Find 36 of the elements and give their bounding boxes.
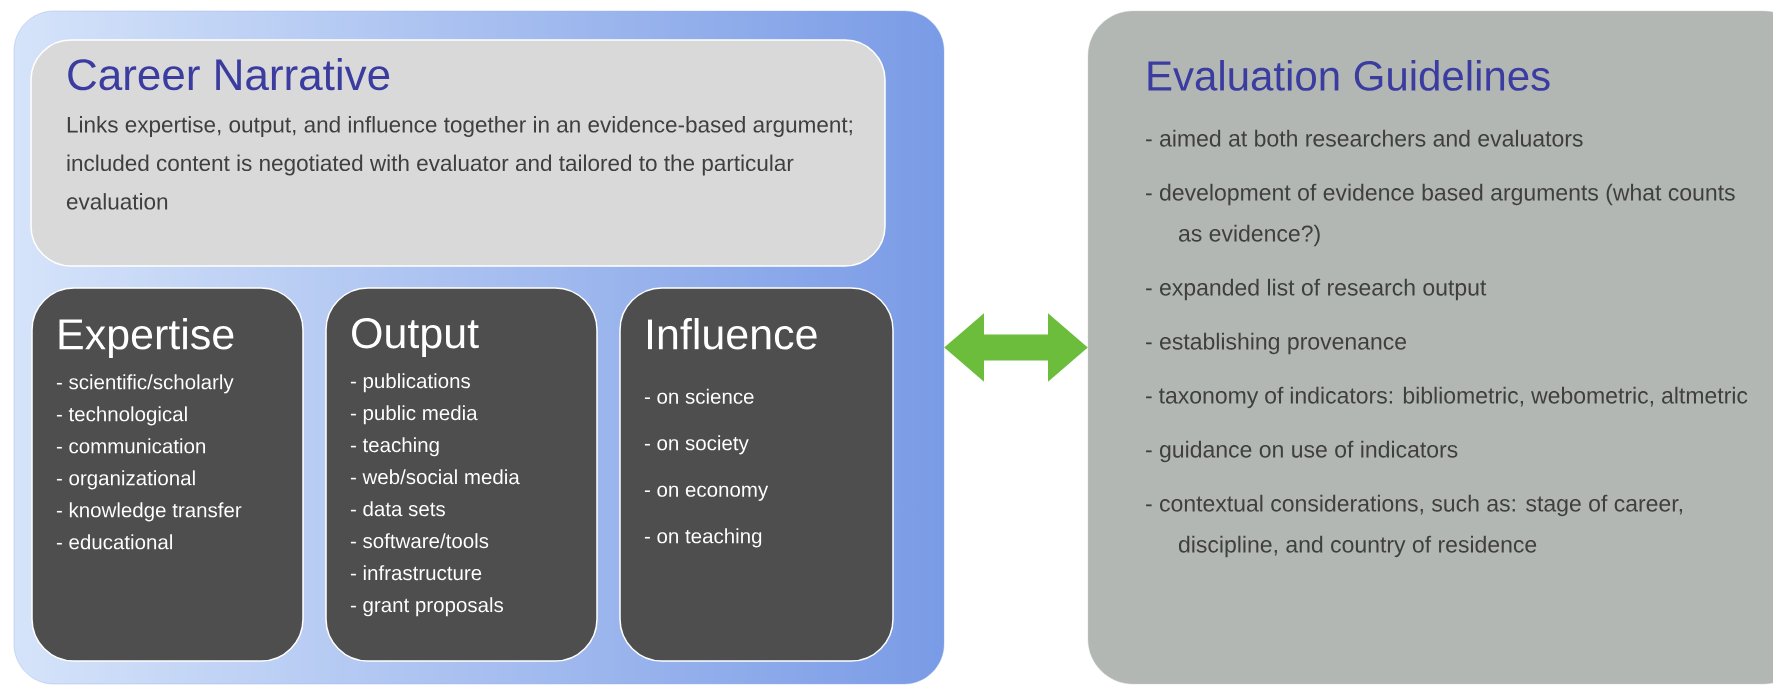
list-item: - expanded list of research output	[1146, 278, 1487, 301]
category-box	[325, 287, 598, 662]
list-item: - software/tools	[350, 533, 489, 549]
list-item: - communication	[56, 438, 205, 454]
list-item: - contextual considerations, such as: stage of career, discipline, and country of residence	[1146, 494, 1682, 558]
list-item: - knowledge transfer	[56, 502, 242, 522]
guidelines-box	[1087, 10, 1773, 685]
box-title: Evaluation Guidelines	[1148, 60, 1550, 91]
list-item: - on economy	[644, 485, 769, 501]
list-item: - scientific/scholarly	[56, 374, 234, 394]
list-item: - public media	[350, 405, 478, 425]
list-item: - taxonomy of indicators: bibliometric, webometric, altmetric	[1146, 386, 1748, 409]
list-item: - aimed at both researchers and evaluators	[1146, 129, 1583, 147]
list-item: - development of evidence based arguments (what counts as evidence?)	[1146, 183, 1735, 247]
category-box	[31, 287, 304, 662]
list-item: - technological	[56, 406, 187, 426]
category-box	[619, 287, 894, 662]
box-title: Output	[352, 318, 479, 357]
box-title: Expertise	[59, 318, 234, 359]
list-item: - organizational	[56, 470, 195, 490]
list-item: - on society	[644, 435, 749, 455]
list-item: - educational	[56, 534, 172, 550]
box-title: Influence	[648, 318, 817, 350]
list-item: - infrastructure	[350, 565, 482, 581]
list-item: - on science	[644, 388, 754, 404]
list-item: - publications	[350, 373, 470, 393]
narrative-box	[30, 39, 886, 267]
box-title: Career Narrative	[68, 58, 390, 91]
list-item: - guidance on use of indicators	[1146, 440, 1458, 463]
description-text: Links expertise, output, and influence together in an evidence-based argument; included content is negotiated with evaluator and tailored to the particular evaluation	[66, 116, 852, 210]
list-item: - establishing provenance	[1146, 332, 1407, 355]
list-item: - data sets	[350, 501, 445, 517]
list-item: - on teaching	[644, 528, 762, 548]
list-item: - teaching	[350, 437, 439, 457]
list-item: - grant proposals	[350, 597, 504, 617]
list-item: - web/social media	[350, 469, 520, 485]
